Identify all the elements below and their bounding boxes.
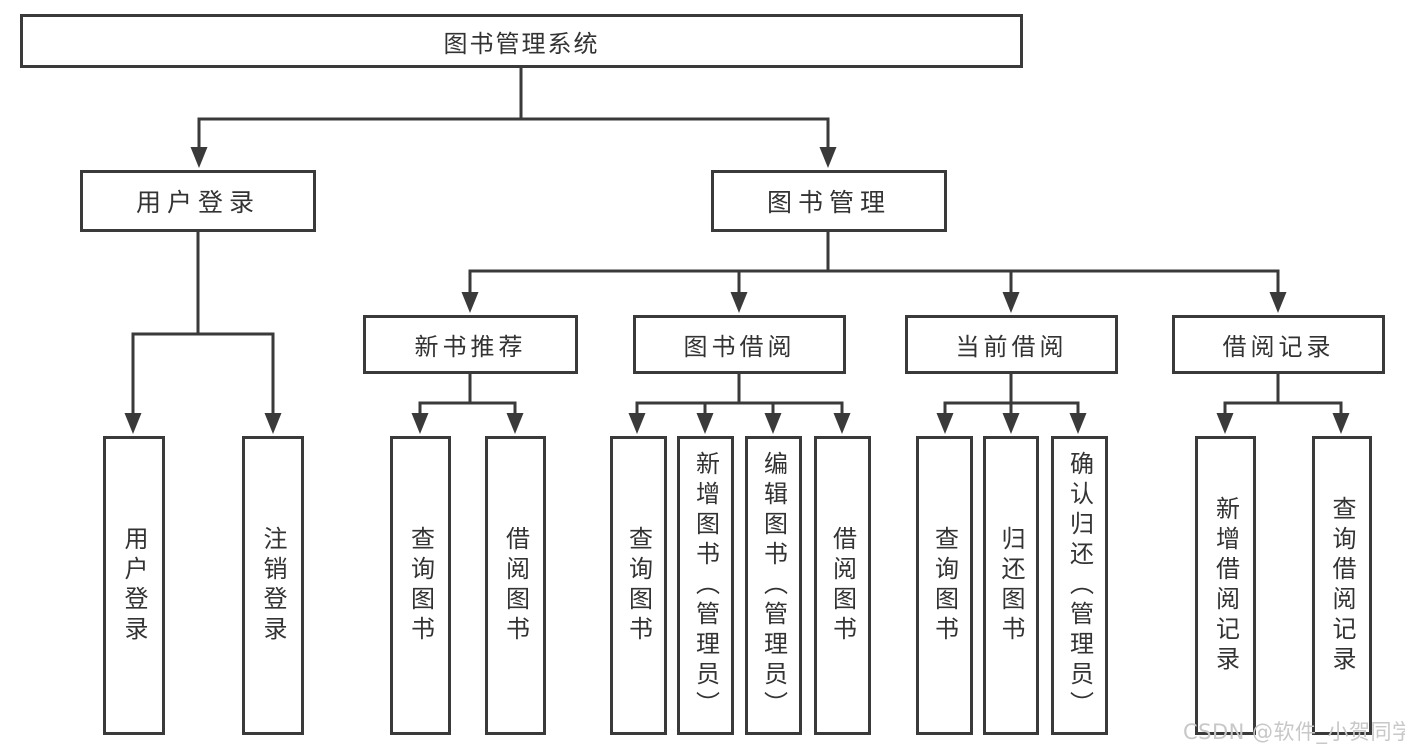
leaf-edit-books-admin: 编辑图书（管理员）	[745, 436, 802, 735]
leaf-add-books-admin: 新增图书（管理员）	[677, 436, 734, 735]
node-user-login: 用户登录	[80, 170, 316, 232]
arrowhead-icon	[628, 413, 646, 434]
node-book-management-label: 图书管理	[766, 188, 891, 217]
leaf-query-books-recommend: 查询图书	[390, 436, 451, 735]
node-user-login-label: 用户登录	[135, 188, 260, 217]
leaf-query-books-borrowing: 查询图书	[610, 436, 667, 735]
node-book-borrowing-label: 图书借阅	[683, 333, 796, 361]
leaf-add-borrow-record: 新增借阅记录	[1195, 436, 1256, 735]
node-book-borrowing: 图书借阅	[633, 315, 846, 374]
leaf-add-books-admin-label: 新增图书（管理员）	[691, 450, 720, 721]
leaf-borrow-books-borrowing-label: 借阅图书	[828, 525, 857, 646]
arrowhead-icon	[936, 413, 954, 434]
arrowhead-icon	[696, 413, 714, 434]
connector-book-management-branch	[468, 230, 1280, 296]
arrowhead-icon	[1002, 413, 1020, 434]
leaf-query-borrow-record: 查询借阅记录	[1312, 436, 1372, 735]
arrowhead-icon	[264, 413, 282, 434]
leaf-user-login: 用户登录	[103, 436, 165, 735]
arrowhead-icon	[1216, 413, 1234, 434]
leaf-user-login-label: 用户登录	[120, 525, 148, 646]
leaf-borrow-books-recommend-label: 借阅图书	[501, 525, 530, 646]
leaf-add-borrow-record-label: 新增借阅记录	[1211, 495, 1240, 676]
connector-root-to-level2	[197, 66, 830, 152]
csdn-watermark: CSDN @软件_小贺同学	[1183, 720, 1405, 744]
leaf-confirm-return-admin-label: 确认归还（管理员）	[1065, 450, 1094, 721]
leaf-query-books-current: 查询图书	[916, 436, 973, 735]
leaf-confirm-return-admin: 确认归还（管理员）	[1051, 436, 1108, 735]
connector-borrowing-records-branch	[1223, 371, 1343, 417]
arrowhead-icon	[411, 413, 429, 434]
leaf-borrow-books-borrowing: 借阅图书	[814, 436, 871, 735]
node-borrowing-records: 借阅记录	[1172, 315, 1385, 374]
leaf-query-books-current-label: 查询图书	[930, 525, 959, 646]
node-borrowing-records-label: 借阅记录	[1222, 333, 1335, 361]
arrowhead-icon	[461, 292, 479, 313]
node-current-borrowing: 当前借阅	[905, 315, 1118, 374]
arrowhead-icon	[1002, 292, 1020, 313]
arrowhead-icon	[506, 413, 524, 434]
connector-user-login-branch	[131, 230, 275, 417]
node-current-borrowing-label: 当前借阅	[955, 333, 1068, 361]
arrowhead-icon	[1269, 292, 1287, 313]
node-book-management: 图书管理	[711, 170, 947, 232]
arrowhead-icon	[833, 413, 851, 434]
leaf-edit-books-admin-label: 编辑图书（管理员）	[759, 450, 788, 721]
arrowhead-icon	[819, 147, 837, 168]
arrowhead-icon	[190, 147, 208, 168]
node-root: 图书管理系统	[20, 14, 1023, 68]
arrowhead-icon	[124, 413, 142, 434]
leaf-query-books-recommend-label: 查询图书	[406, 525, 435, 646]
node-new-book-recommend-label: 新书推荐	[414, 333, 527, 361]
leaf-query-borrow-record-label: 查询借阅记录	[1328, 495, 1356, 676]
connector-new-book-recommend-branch	[418, 371, 517, 417]
arrowhead-icon	[764, 413, 782, 434]
connector-book-borrowing-branch	[635, 371, 844, 417]
leaf-return-books-label: 归还图书	[997, 525, 1025, 646]
arrowhead-icon	[1332, 413, 1350, 434]
leaf-logout-label: 注销登录	[259, 525, 287, 646]
node-root-label: 图书管理系统	[443, 29, 600, 58]
arrowhead-icon	[1069, 413, 1087, 434]
arrowhead-icon	[730, 292, 748, 313]
node-new-book-recommend: 新书推荐	[363, 315, 578, 374]
leaf-query-books-borrowing-label: 查询图书	[624, 525, 653, 646]
leaf-borrow-books-recommend: 借阅图书	[485, 436, 546, 735]
leaf-logout: 注销登录	[242, 436, 304, 735]
leaf-return-books: 归还图书	[983, 436, 1039, 735]
connector-current-borrowing-branch	[943, 371, 1080, 417]
